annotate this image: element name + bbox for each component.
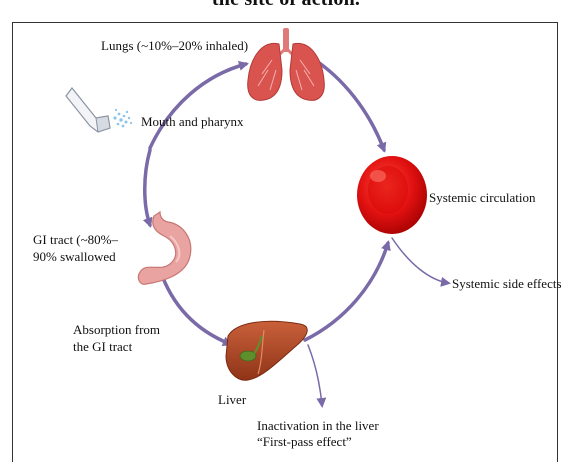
arrow-to-inactivation (308, 345, 322, 405)
gi-tract-label-line2: 90% swallowed (33, 249, 116, 265)
flow-arrows (145, 62, 388, 344)
liver-label: Liver (218, 392, 246, 408)
arrow-to-side-effects (392, 238, 448, 283)
blood-cell-icon (357, 156, 427, 234)
liver-icon (226, 321, 307, 380)
mouth-label: Mouth and pharynx (141, 114, 244, 130)
gi-tract-label-line1: GI tract (~80%– (33, 232, 118, 248)
systemic-circulation-label: Systemic circulation (429, 190, 536, 206)
side-effects-label: Systemic side effects (452, 276, 562, 292)
arrow-mouth-to-gi (145, 150, 150, 225)
absorption-label-line2: the GI tract (73, 339, 132, 355)
inhaler-icon (66, 88, 132, 132)
absorption-label-line1: Absorption from (73, 322, 160, 338)
arrow-gi-to-liver (160, 270, 230, 344)
arrow-liver-to-circulation (305, 243, 388, 340)
inactivation-label-line2: “First-pass effect” (257, 434, 352, 450)
lungs-icon (248, 28, 325, 100)
inactivation-label-line1: Inactivation in the liver (257, 418, 379, 434)
arrow-mouth-to-lungs (150, 64, 246, 148)
lungs-label: Lungs (~10%–20% inhaled) (101, 38, 248, 54)
stomach-icon (138, 212, 190, 284)
arrow-lungs-to-circulation (318, 62, 384, 150)
